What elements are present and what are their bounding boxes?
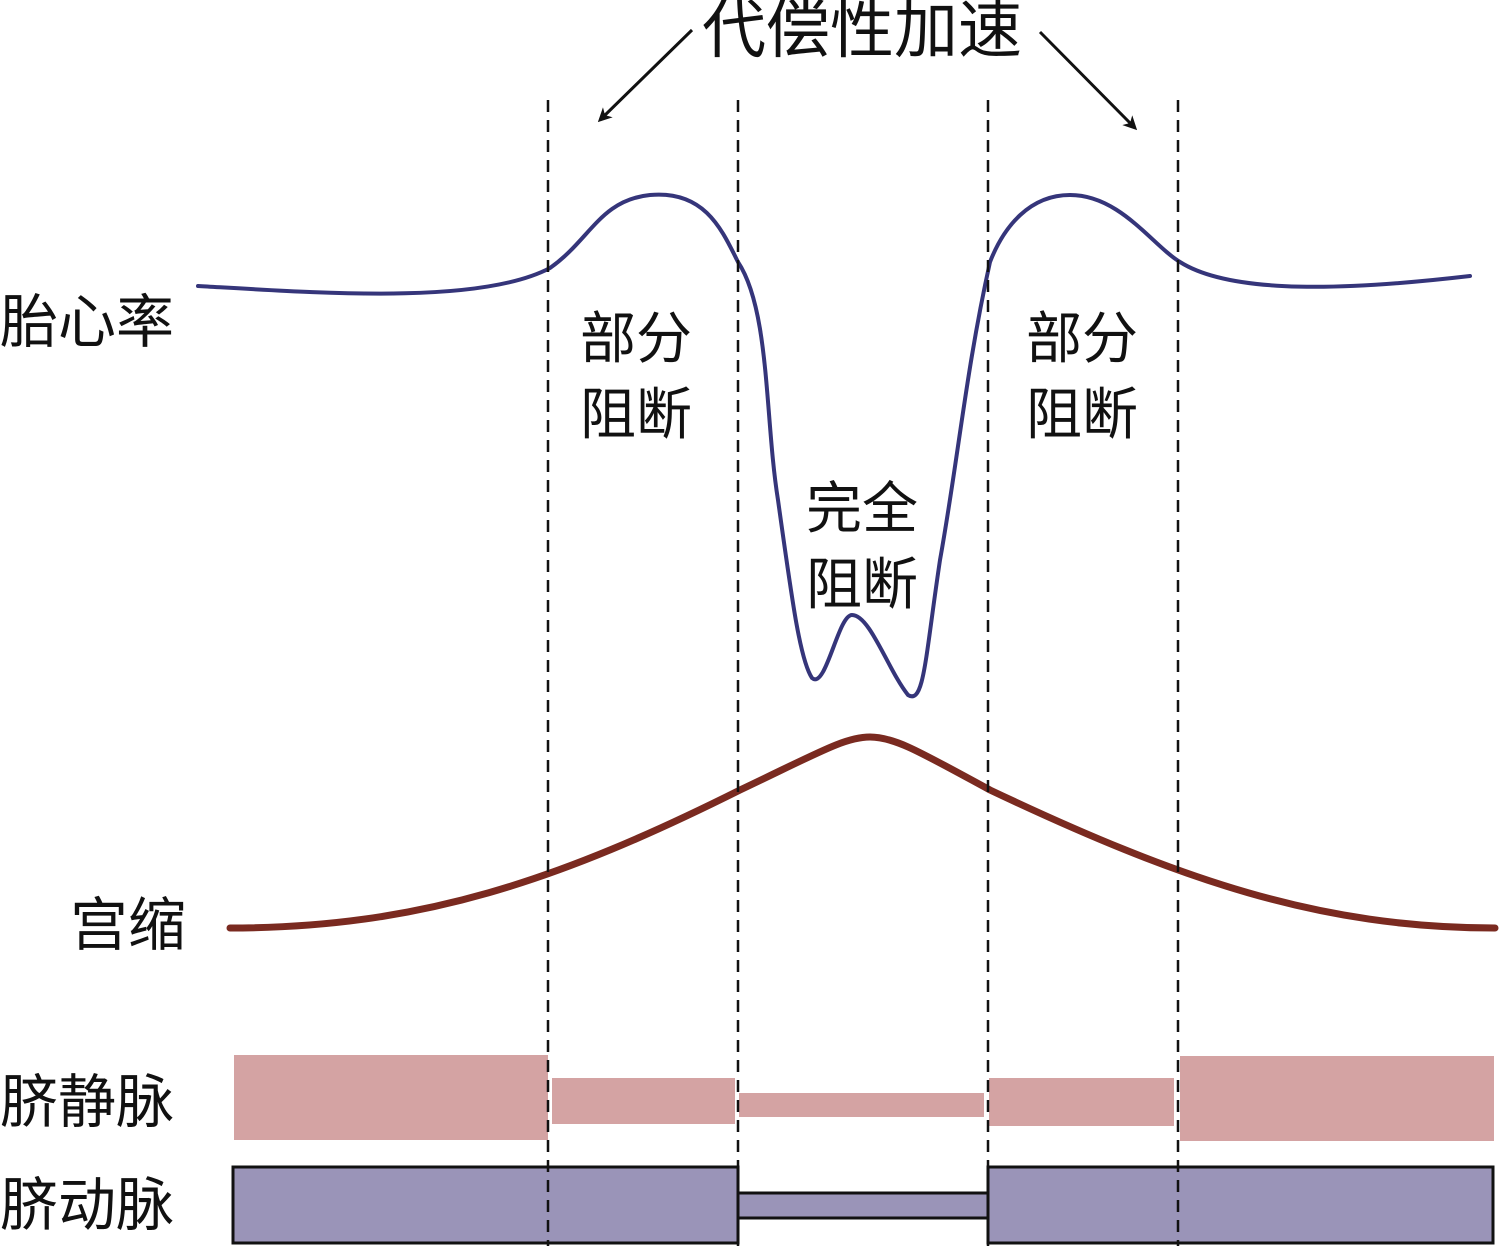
artery-band-narrow: [736, 1191, 990, 1220]
phase-partial-right-line1: 部分: [1026, 307, 1138, 372]
label-contraction: 宫缩: [70, 891, 186, 959]
phase-partial-left-line2: 阻断: [580, 383, 692, 448]
phase-dividers: [546, 100, 1180, 1246]
phase-complete-line1: 完全: [806, 477, 918, 542]
fhr-curve: [196, 192, 1472, 699]
label-umbilical-vein: 脐静脉: [0, 1068, 174, 1136]
vein-band-normal-right: [1180, 1056, 1494, 1141]
phase-complete-line2: 阻断: [806, 553, 918, 618]
arrow-left: [597, 28, 694, 123]
artery-band-right: [986, 1165, 1495, 1245]
phase-partial-left-line1: 部分: [580, 307, 692, 372]
contraction-curve: [226, 733, 1499, 932]
vein-band-partial-left: [552, 1078, 735, 1124]
phase-partial-right-line2: 阻断: [1026, 383, 1138, 448]
artery-band-left: [231, 1165, 740, 1245]
vein-band-partial-right: [989, 1078, 1174, 1126]
arrow-right: [1038, 30, 1138, 131]
umbilical-artery-bands: [231, 1165, 1495, 1245]
vein-band-complete: [739, 1093, 984, 1117]
label-fhr: 胎心率: [0, 288, 174, 356]
vein-band-normal-left: [234, 1055, 548, 1140]
umbilical-vein-bands: [234, 1055, 1494, 1141]
title-compensatory-acceleration: 代偿性加速: [702, 0, 1022, 68]
label-umbilical-artery: 脐动脉: [0, 1171, 174, 1239]
